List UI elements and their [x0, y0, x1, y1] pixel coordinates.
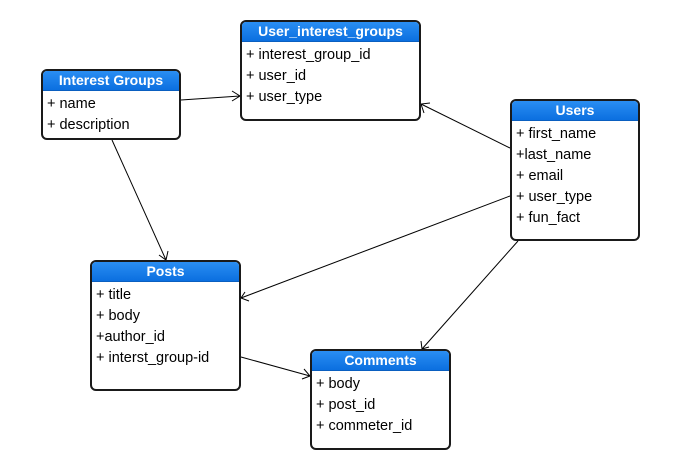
crowfoot-user-interest-groups-right [420, 102, 431, 114]
entity-title: Posts [92, 262, 239, 282]
attribute-item: + title [96, 287, 132, 303]
connector-posts-to-comments [240, 356, 311, 377]
entity-posts[interactable]: Posts + title + body +author_id + inters… [90, 260, 241, 391]
attribute-item: +last_name [516, 147, 592, 163]
attribute-item: + first_name [516, 126, 597, 142]
connector-interest-groups-to-user-interest-groups [180, 95, 241, 101]
crowfoot-user-interest-groups-left [231, 90, 241, 102]
attribute-item: + commeter_id [316, 418, 413, 434]
attribute-item: + body [96, 308, 140, 324]
entity-users[interactable]: Users + first_name +last_name + email + … [510, 99, 640, 241]
attribute-item: +author_id [96, 329, 165, 345]
connector-interest-groups-to-posts [111, 139, 167, 261]
entity-interest-groups[interactable]: Interest Groups + name + description [41, 69, 181, 140]
attribute-item: + email [516, 168, 564, 184]
connector-users-to-posts [240, 195, 511, 299]
attribute-item: + interest_group_id [246, 47, 371, 63]
attribute-item: + user_id [246, 68, 307, 84]
attribute-item: + fun_fact [516, 210, 581, 226]
entity-title: Users [512, 101, 638, 121]
connector-users-to-comments [421, 240, 519, 350]
attribute-item: + body [316, 376, 360, 392]
connector-users-to-user-interest-groups [420, 103, 511, 149]
entity-user-interest-groups[interactable]: User_interest_groups + interest_group_id… [240, 20, 421, 121]
crowfoot-comments-left [301, 368, 311, 380]
attribute-item: + interst_group-id [96, 350, 210, 366]
crowfoot-comments-top [420, 340, 430, 350]
attribute-item: + description [47, 117, 130, 133]
crowfoot-posts-top [158, 250, 169, 261]
attribute-item: + user_type [516, 189, 593, 205]
attribute-list: + body + post_id + commeter_id [312, 371, 449, 439]
attribute-list: + title + body +author_id + interst_grou… [92, 282, 239, 371]
entity-title: Interest Groups [43, 71, 179, 91]
entity-title: Comments [312, 351, 449, 371]
attribute-list: + interest_group_id + user_id + user_typ… [242, 42, 419, 110]
attribute-item: + user_type [246, 89, 323, 105]
attribute-list: + name + description [43, 91, 179, 138]
attribute-item: + name [47, 96, 96, 112]
crowfoot-posts-right [240, 291, 250, 302]
attribute-list: + first_name +last_name + email + user_t… [512, 121, 638, 231]
entity-comments[interactable]: Comments + body + post_id + commeter_id [310, 349, 451, 450]
attribute-item: + post_id [316, 397, 376, 413]
entity-title: User_interest_groups [242, 22, 419, 42]
